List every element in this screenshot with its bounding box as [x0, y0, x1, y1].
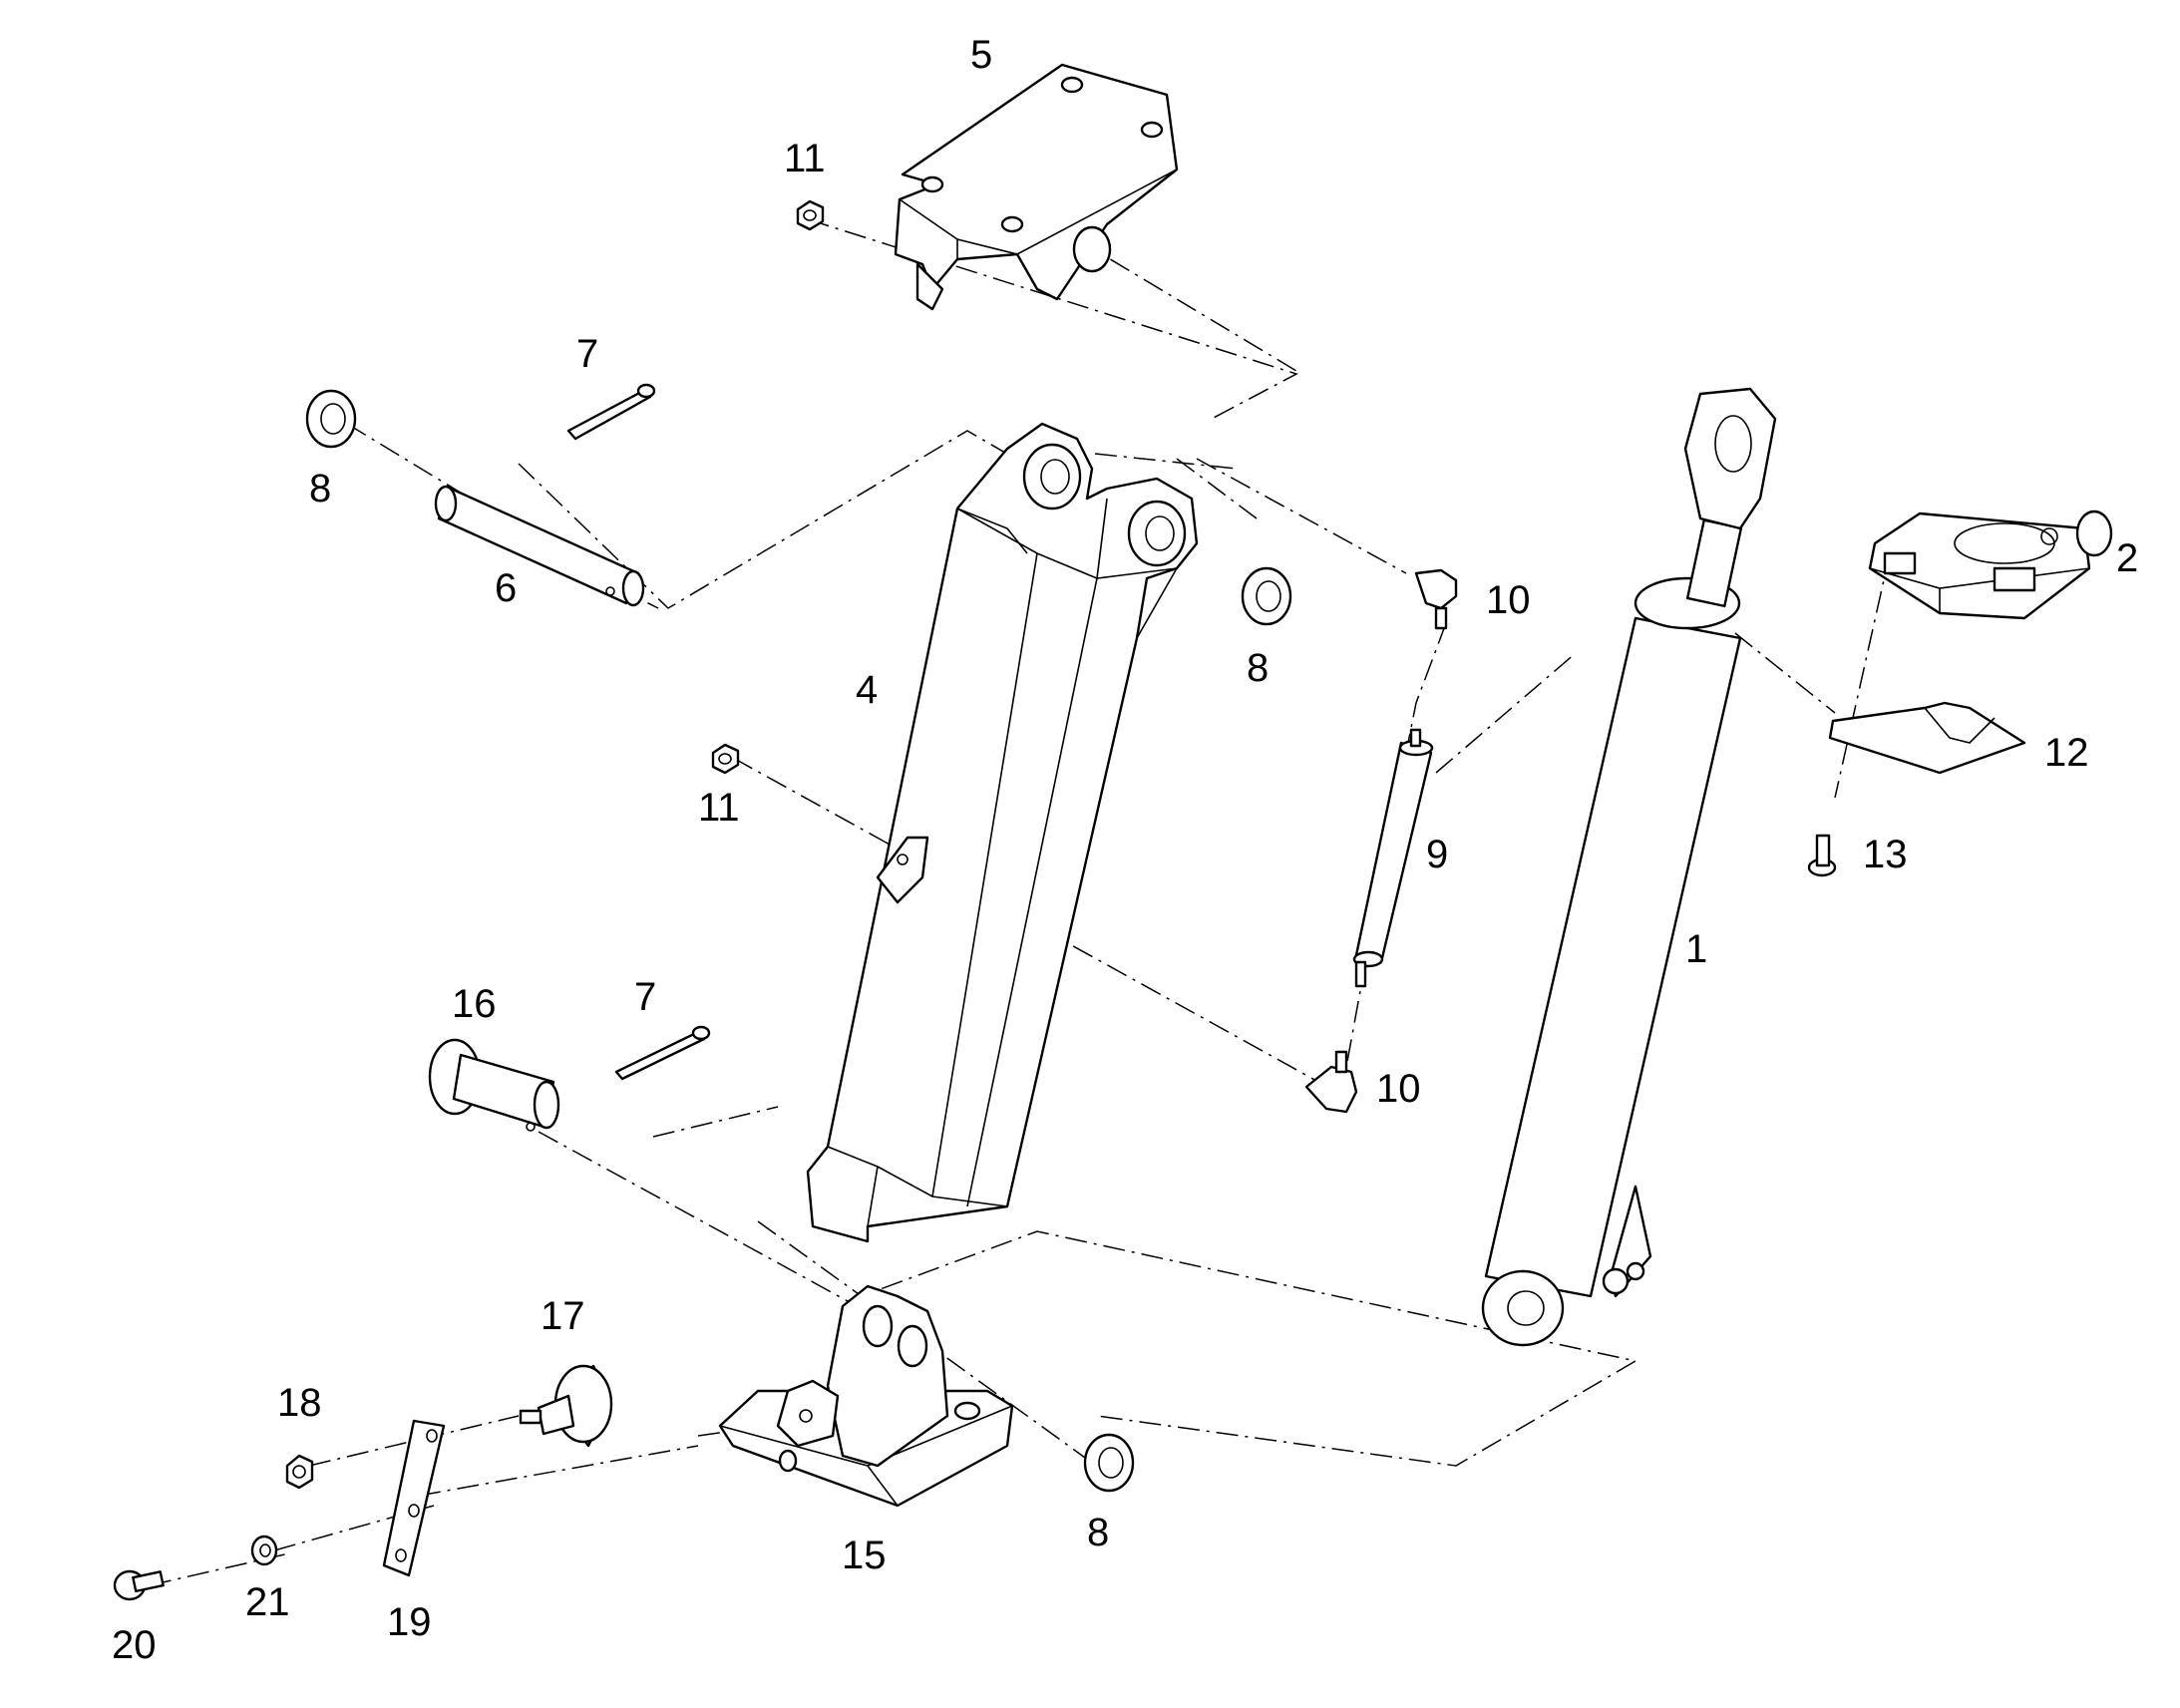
part-16-headed-pin — [428, 1038, 560, 1132]
label-part-4: 4 — [856, 668, 878, 712]
label-part-13: 13 — [1863, 833, 1908, 876]
part-11-nut-mid — [711, 743, 740, 775]
part-5-top-bracket — [894, 63, 1179, 311]
part-7-split-pin-top — [566, 383, 656, 441]
label-part-11-mid: 11 — [698, 786, 740, 830]
part-21-washer — [250, 1535, 278, 1566]
label-part-9: 9 — [1426, 833, 1448, 876]
part-19-strap — [382, 1419, 446, 1577]
label-part-7-top: 7 — [576, 332, 598, 376]
label-part-6: 6 — [495, 566, 517, 610]
label-part-8-mid: 8 — [1247, 646, 1269, 690]
label-part-21: 21 — [245, 1580, 290, 1624]
label-part-16: 16 — [452, 982, 497, 1026]
label-part-20: 20 — [112, 1623, 157, 1667]
part-6-pin — [434, 485, 645, 607]
part-13-screw — [1807, 834, 1837, 877]
part-17-rubber-buffer — [519, 1364, 613, 1448]
label-part-17: 17 — [541, 1294, 585, 1338]
label-part-18: 18 — [277, 1381, 322, 1425]
part-11-nut-top — [796, 199, 825, 231]
label-part-12: 12 — [2044, 731, 2089, 775]
label-part-15: 15 — [842, 1534, 887, 1577]
part-9-gas-spring — [1352, 728, 1434, 988]
part-7-split-pin-bottom — [614, 1025, 711, 1081]
callout-labels: 1 2 4 5 6 7 7 8 8 8 9 10 10 11 11 12 13 … — [112, 33, 2138, 1667]
label-part-7-bottom: 7 — [634, 975, 656, 1019]
label-part-19: 19 — [387, 1600, 432, 1644]
label-part-8-left: 8 — [309, 467, 331, 511]
label-part-1: 1 — [1685, 927, 1707, 971]
label-part-2: 2 — [2116, 536, 2138, 580]
label-part-10-bottom: 10 — [1376, 1067, 1421, 1111]
part-1-hydraulic-cylinder — [1481, 387, 1777, 1347]
part-10-fitting-bottom — [1304, 1050, 1358, 1114]
part-2-clamp-block — [1868, 510, 2113, 620]
part-20-bolt — [113, 1569, 165, 1601]
part-8-washer-mid — [1241, 566, 1292, 626]
label-part-10-top: 10 — [1486, 578, 1531, 622]
part-12-plate — [1828, 701, 2026, 775]
part-8-washer-left — [305, 389, 357, 449]
label-part-11-top: 11 — [784, 137, 826, 180]
part-4-boom-arm — [806, 422, 1199, 1243]
label-part-8-bottom: 8 — [1087, 1511, 1109, 1554]
label-part-5: 5 — [970, 33, 992, 77]
part-18-nut — [285, 1454, 314, 1490]
part-8-washer-bottom — [1083, 1433, 1135, 1493]
part-10-fitting-top — [1414, 568, 1458, 630]
part-15-base-mount — [718, 1284, 1014, 1508]
